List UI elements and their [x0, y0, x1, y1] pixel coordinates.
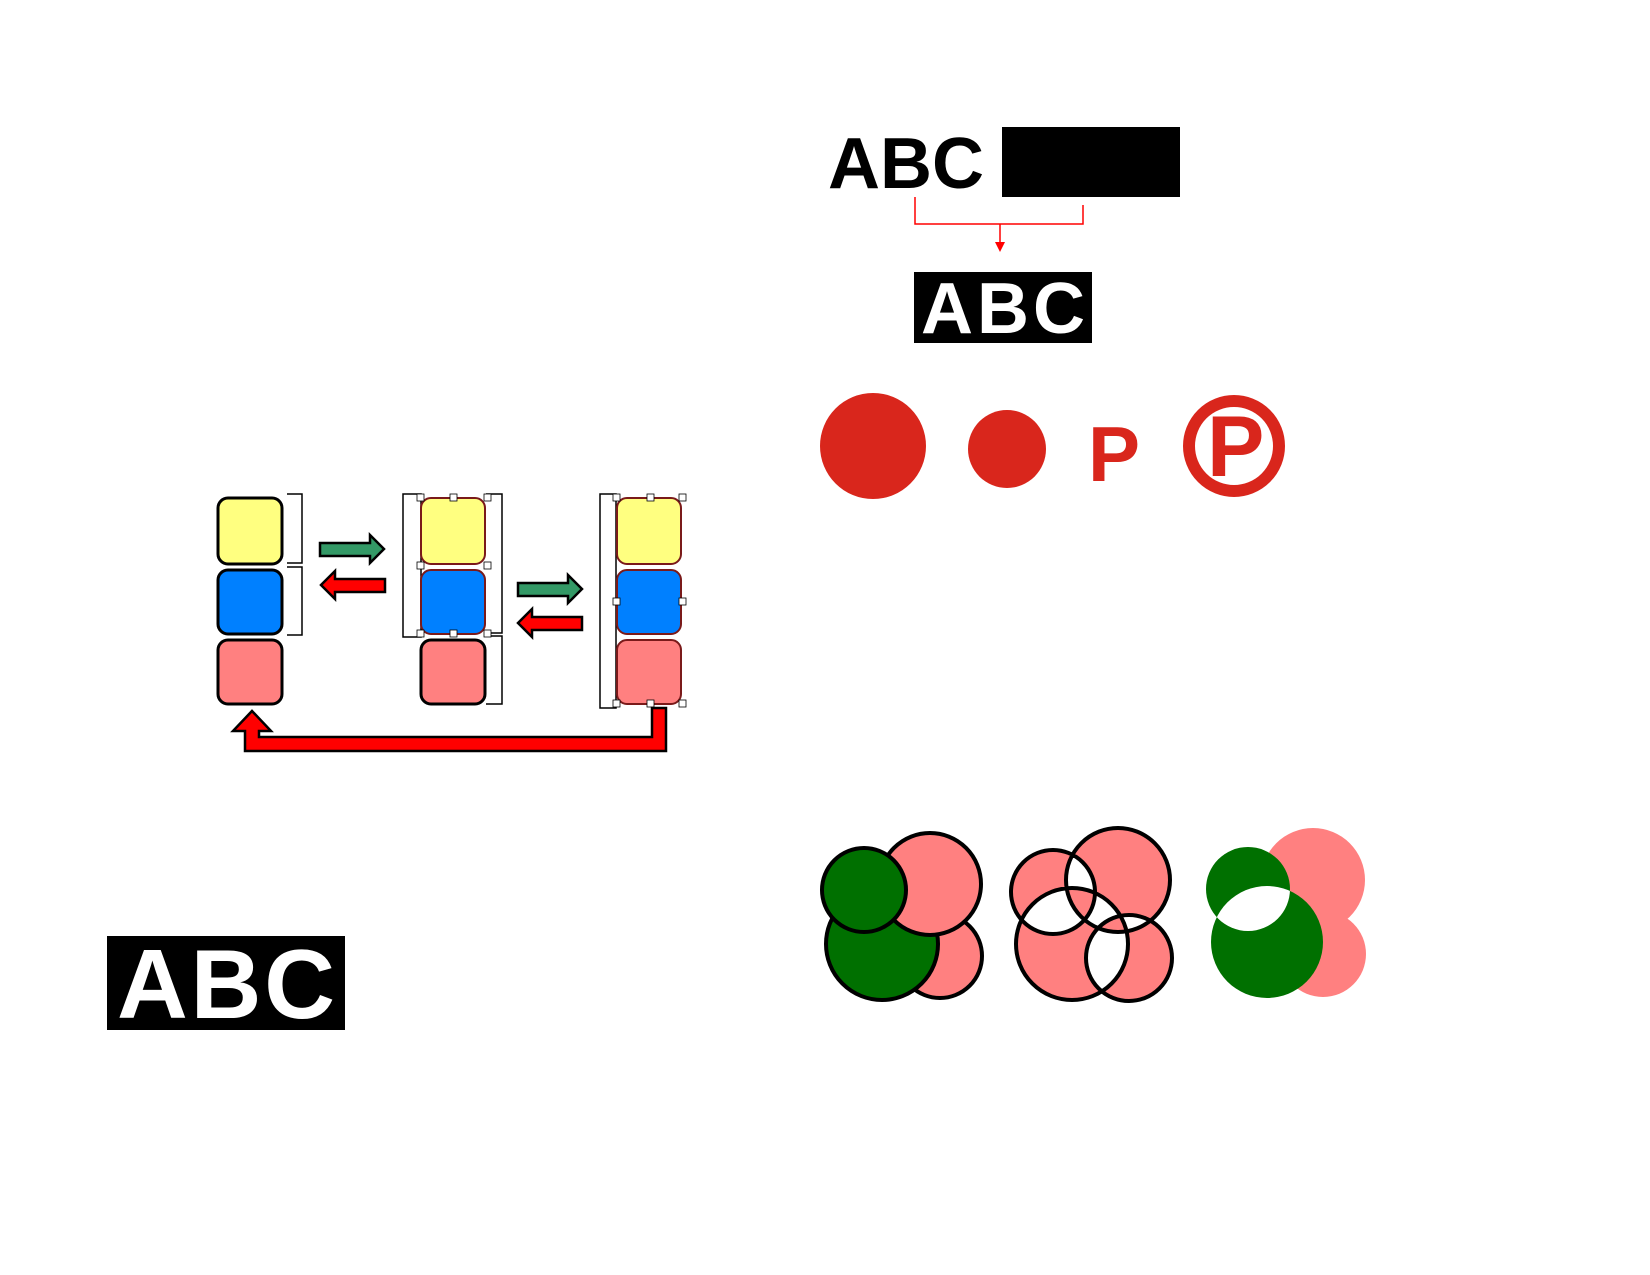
abc-bottom-box	[107, 936, 345, 1030]
abc-combined-box	[914, 272, 1092, 343]
pink-square-selected	[616, 639, 682, 705]
selection-handles	[416, 493, 492, 638]
arrow-left-icon	[319, 567, 387, 603]
blue-square	[216, 568, 284, 636]
circle-green-top	[820, 846, 908, 934]
blue-square-selected	[616, 569, 682, 635]
bracket	[486, 635, 503, 705]
circled-p-letter: P	[1207, 399, 1264, 495]
red-circle-small	[968, 410, 1046, 488]
circles-combined-evenodd	[1008, 826, 1175, 1003]
arrow-left-icon	[516, 605, 584, 641]
selection-handles	[612, 493, 687, 708]
arrow-right-icon	[318, 531, 386, 567]
blue-square-selected	[420, 569, 486, 635]
abc-text-combined: ABC	[921, 269, 1085, 349]
bracket	[287, 566, 303, 636]
overlap-hole	[1211, 886, 1290, 931]
combine-bracket	[914, 197, 1084, 225]
p-letter: P	[1088, 410, 1140, 498]
yellow-square-selected	[420, 497, 486, 565]
arrow-right-icon	[516, 571, 584, 607]
pink-square	[216, 638, 284, 706]
black-rectangle	[1002, 127, 1180, 197]
yellow-square-selected	[616, 497, 682, 565]
arrow-down-icon	[995, 242, 1005, 252]
return-arrow-icon	[230, 706, 668, 753]
bracket	[486, 493, 503, 634]
abc-text-bottom: ABC	[117, 929, 335, 1039]
circled-p-ring	[1183, 395, 1285, 497]
bracket	[287, 493, 303, 564]
yellow-square	[216, 496, 284, 566]
circles-stacked	[820, 831, 984, 1002]
pink-square	[419, 638, 487, 706]
abc-text-plain: ABC	[828, 124, 984, 204]
circles-combined-no-outline	[1206, 828, 1366, 998]
red-circle-large	[820, 393, 926, 499]
